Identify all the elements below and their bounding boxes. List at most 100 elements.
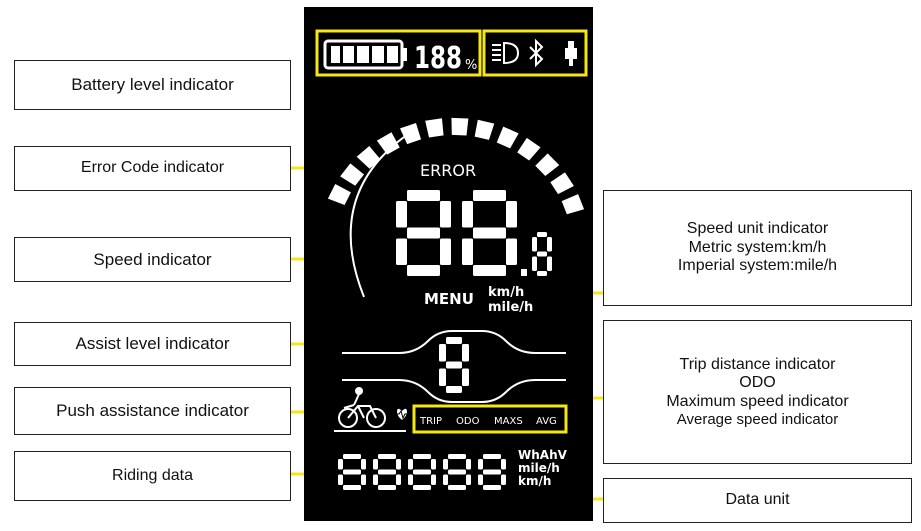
speed-digit-decimal-segment [547,237,552,252]
speed-unit-imperial: mile/h [488,300,533,315]
riding-digit-2-segment [373,474,378,485]
speed-arc-outline [349,136,405,298]
speed-unit-metric: km/h [488,285,524,300]
speed-arc-segment [340,163,365,186]
trip-mode-avg: AVG [536,416,557,427]
riding-digit-2-segment [373,459,378,470]
riding-digit-4 [443,454,471,490]
riding-digit-1-segment [361,474,366,485]
speed-unit-label-line3: Imperial system:mile/h [677,257,838,275]
riding-digit-2-segment [396,474,401,485]
speed-digit-1-segment [396,201,407,228]
speed-digit-2-segment [473,265,506,276]
riding-digit-2-segment [378,485,396,490]
riding-digit-5-segment [478,459,483,470]
speed-arc-segment [561,194,585,215]
speed-arc-segment [517,137,541,161]
riding-digit-3-segment [431,459,436,470]
speed-arc-segment [535,153,560,176]
speed-digit-decimal-segment [537,251,547,257]
battery-label: Battery level indicator [14,60,291,110]
riding-label: Riding data [14,451,291,501]
riding-digit-5-segment [483,485,501,490]
assist-frame [342,330,566,403]
data-unit-mileh: mile/h [518,461,560,475]
riding-digit-3-segment [408,474,413,485]
speed-digits [396,190,552,276]
heart-icon [395,408,409,420]
assist-level-digit-segment [462,344,469,362]
trip-modes-highlight [412,404,568,434]
lcd-canvas: 188 % ERROR MENU km/h mile/h [315,29,588,490]
riding-digit-1-segment [361,459,366,470]
trip-label-line2: ODO [739,374,776,392]
error-text: ERROR [420,161,476,180]
speed-digit-2 [462,190,517,276]
trip-label-line3: Maximum speed indicator [666,392,849,410]
riding-digit-1 [338,454,366,490]
percent-sign: % [465,58,477,73]
speed-digit-decimal-segment [547,256,552,271]
speed-digit-decimal [532,232,552,276]
trip-label-line1: Trip distance indicator [679,355,836,373]
riding-digit-3 [408,454,436,490]
error-label-text: Error Code indicator [80,159,225,177]
assist-digit [439,337,469,393]
riding-digit-4-segment [466,474,471,485]
status-icons-highlight [482,29,588,77]
data-unit-kmh: km/h [518,474,551,488]
riding-digit-3-segment [413,469,431,475]
riding-digit-5 [478,454,506,490]
riding-digit-1-segment [338,474,343,485]
speed-digit-decimal-segment [537,271,547,276]
riding-digit-1-segment [343,454,361,459]
trip-label: Trip distance indicator ODO Maximum spee… [603,320,912,464]
riding-digit-2 [373,454,401,490]
riding-digit-4-segment [448,454,466,459]
speed-digit-1-segment [396,238,407,265]
menu-text: MENU [424,290,474,308]
trip-mode-odo: ODO [456,416,480,427]
battery-highlight [315,29,482,77]
speed-arc-segment [496,126,519,149]
speed-digit-2-segment [473,190,506,201]
battery-percent-digits: 188 [414,41,462,76]
riding-digit-2-segment [378,469,396,475]
speed-digit-1-segment [407,190,440,201]
riding-label-text: Riding data [112,466,193,484]
assist-level-digit-segment [439,368,446,386]
speed-arc-segment [400,122,422,145]
riding-digit-4-segment [466,459,471,470]
push-label-text: Push assistance indicator [56,401,249,421]
push-label: Push assistance indicator [14,387,291,435]
riding-digit-5-segment [483,469,501,475]
riding-digit-3-segment [413,454,431,459]
riding-digit-5-segment [501,459,506,470]
speed-digit-2-segment [462,238,473,265]
riding-digit-1-segment [343,485,361,490]
riding-digit-1-segment [343,469,361,475]
assist-level-digit [439,337,469,393]
speed-arc [327,117,585,298]
speed-digit-decimal-segment [532,237,537,252]
speed-arc-segment [356,145,381,169]
speed-digit-1 [396,190,451,276]
speed-unit-label-line2: Metric system:km/h [688,238,827,256]
speed-digit-2-segment [506,201,517,228]
speed-digit-decimal-segment [537,232,547,237]
speed-label: Speed indicator [14,237,291,282]
speed-arc-segment [327,184,351,206]
riding-digit-4-segment [448,469,466,475]
bicycle-icon [334,387,406,432]
speed-arc-segment [550,172,574,195]
assist-label-text: Assist level indicator [75,334,230,354]
battery-icon [323,39,407,70]
riding-digit-2-segment [396,459,401,470]
usb-icon [565,41,577,66]
riding-digit-3-segment [431,474,436,485]
speed-digit-decimal-segment [532,256,537,271]
riding-digit-5-segment [501,474,506,485]
assist-level-digit-segment [446,337,462,344]
lcd-display: 188 % ERROR MENU km/h mile/h [304,7,593,521]
assist-label: Assist level indicator [14,322,291,366]
